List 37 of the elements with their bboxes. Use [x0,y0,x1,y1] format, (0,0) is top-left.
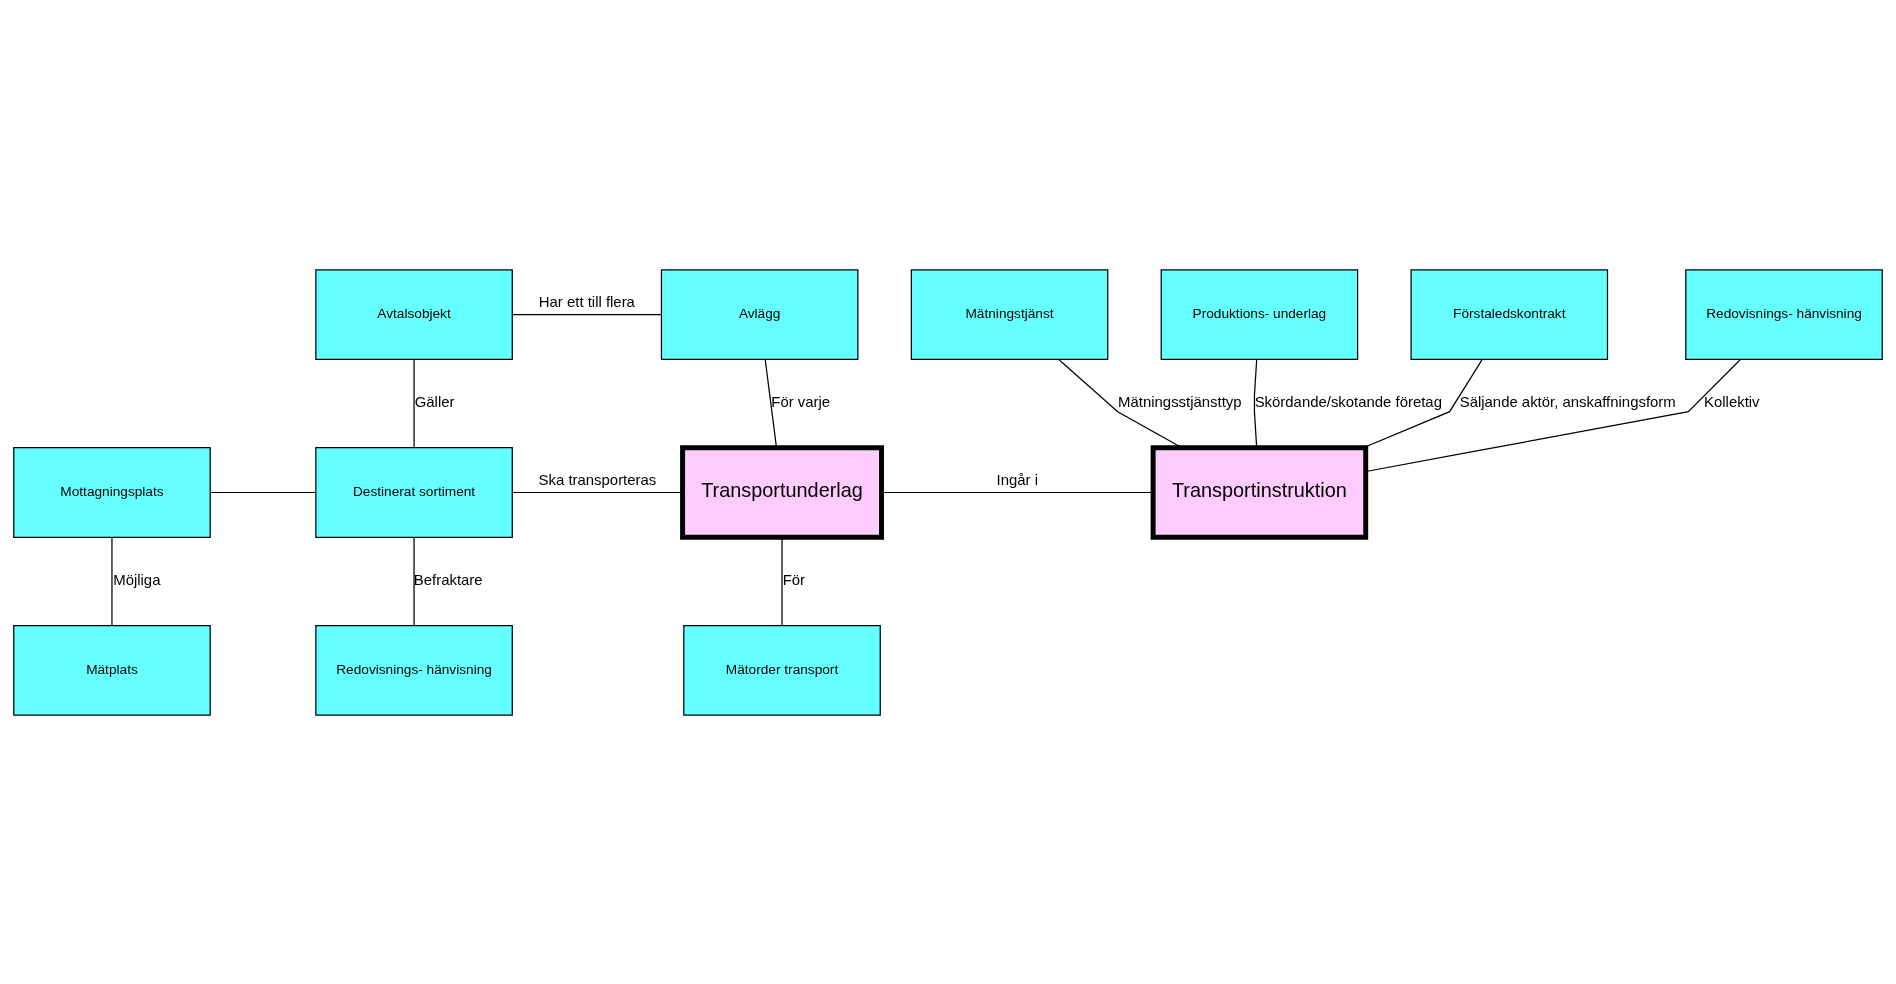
connector [111,536,113,626]
node-box: Förstaledskontrakt [1410,268,1609,360]
connector [1058,358,1183,448]
node-box: Produktions- underlag [1160,268,1359,360]
node-box: Transportinstruktion [1150,444,1369,540]
connector [1253,358,1258,448]
node-box: Avtalsobjekt [315,268,513,360]
edge-label: Möjliga [113,571,161,588]
node-box: Redovisnings- hänvisning [315,624,513,716]
edge-label: Gäller [414,393,455,410]
node-box: Transportunderlag [680,444,884,540]
node-box: Mätningstjänst [910,268,1109,360]
connector [512,491,684,493]
connector [512,313,662,315]
node-box: Destinerat sortiment [315,446,513,538]
edge-label: Befraktare [413,571,483,588]
edge-label: För varje [771,393,831,410]
node-box: Mätplats [13,624,211,716]
edge-label: För [782,571,806,588]
edge-label: Mätningsstjänsttyp [1118,393,1242,410]
connector [1365,358,1741,472]
connector [413,358,415,448]
connector [209,491,317,493]
node-box: Mätorder transport [683,624,881,716]
edge-label: Ska transporteras [538,471,657,488]
node-box: Mottagningsplats [13,446,211,538]
edge-label: Säljande aktör, anskaffningsform [1459,393,1676,410]
edge-label: Skördande/skotande företag [1254,393,1442,410]
connector [764,358,778,448]
connector [413,536,415,626]
connector [1363,358,1483,448]
node-box: Redovisnings- hänvisning [1685,268,1883,360]
edge-label: Ingår i [996,471,1039,488]
edge-label: Kollektiv [1704,393,1760,410]
node-box: Avlägg [660,268,859,360]
connector [781,536,783,626]
edge-label: Har ett till flera [538,293,635,310]
